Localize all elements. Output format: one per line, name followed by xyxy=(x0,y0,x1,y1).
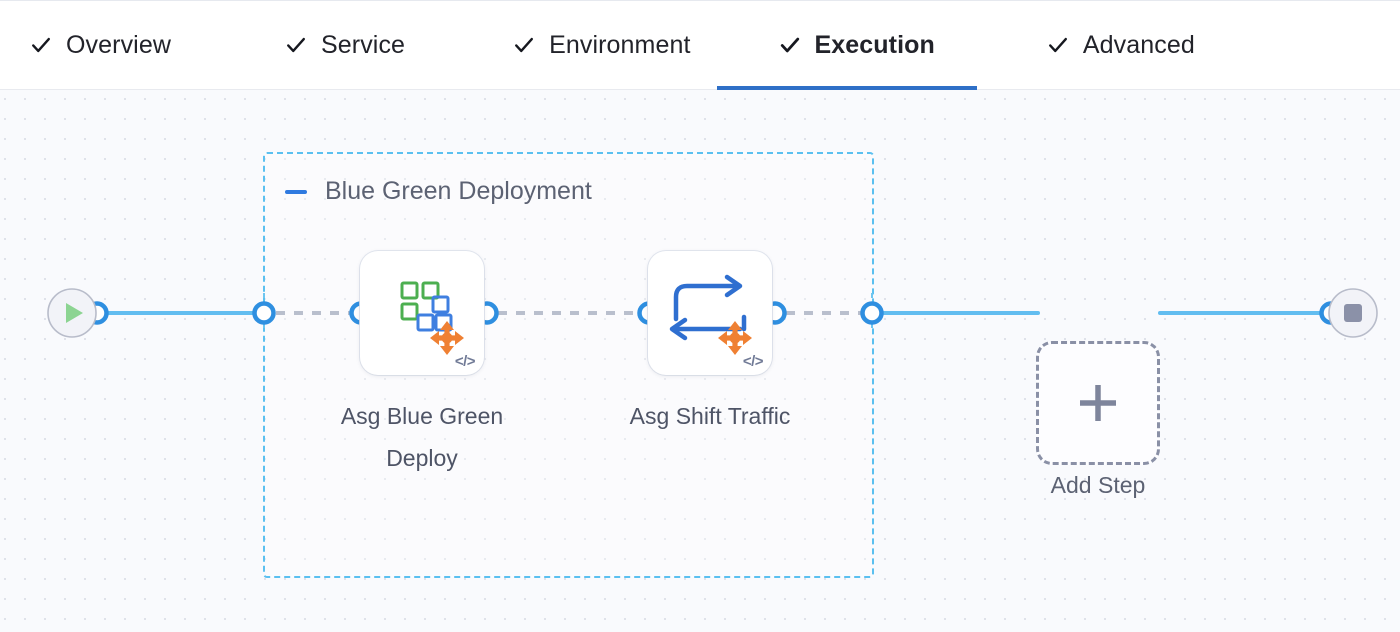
tab-underline-active xyxy=(716,86,977,90)
stage-group-title: Blue Green Deployment xyxy=(325,177,592,205)
tab-execution[interactable]: Execution xyxy=(716,0,977,90)
step-node-label: Asg Blue Green Deploy xyxy=(340,403,504,471)
check-icon xyxy=(32,37,50,53)
step-node-label: Asg Shift Traffic xyxy=(629,403,791,429)
tab-advanced[interactable]: Advanced xyxy=(977,0,1221,90)
stage-group-header: Blue Green Deployment xyxy=(283,177,592,206)
code-badge: </> xyxy=(742,353,764,370)
pipeline-start-node[interactable] xyxy=(46,287,98,339)
check-icon xyxy=(780,37,799,53)
pipeline-tab-bar: Overview Service Environment Execution xyxy=(0,0,1400,90)
add-step-button[interactable] xyxy=(1036,341,1160,465)
check-icon xyxy=(1048,37,1067,53)
code-badge: </> xyxy=(454,353,476,370)
port-ring xyxy=(860,301,884,325)
check-icon xyxy=(515,37,534,53)
play-icon xyxy=(47,288,97,338)
add-step-label: Add Step xyxy=(1050,472,1146,498)
asg-shift-traffic-icon xyxy=(669,274,752,355)
step-node-asg-shift-traffic[interactable]: </> xyxy=(648,251,772,375)
stop-icon xyxy=(1328,288,1378,338)
minus-icon[interactable] xyxy=(283,179,309,205)
asg-blue-green-deploy-icon xyxy=(400,281,464,355)
tab-service[interactable]: Service xyxy=(197,0,431,90)
step-node-asg-blue-green-deploy[interactable]: </> xyxy=(360,251,484,375)
tab-environment[interactable]: Environment xyxy=(431,0,716,90)
pipeline-end-node[interactable] xyxy=(1327,287,1379,339)
check-icon xyxy=(287,37,305,53)
port-ring xyxy=(252,301,276,325)
tab-label: Environment xyxy=(549,30,691,59)
tab-label: Execution xyxy=(814,30,935,59)
pipeline-canvas[interactable]: Blue Green Deployment xyxy=(0,90,1400,632)
tab-label: Advanced xyxy=(1082,30,1195,59)
tab-overview[interactable]: Overview xyxy=(0,0,197,90)
plus-icon xyxy=(1080,385,1116,421)
tab-label: Overview xyxy=(66,30,171,59)
tab-label: Service xyxy=(321,30,406,59)
